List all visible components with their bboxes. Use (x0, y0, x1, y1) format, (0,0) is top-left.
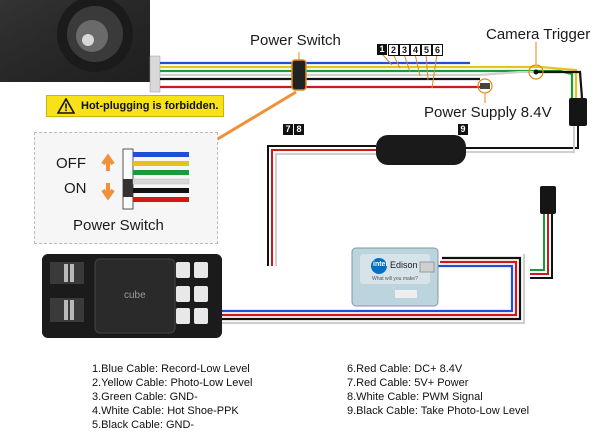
camera-body (0, 0, 161, 93)
pin-tag-5: 5 (421, 44, 432, 56)
legend-item-6: 6.Red Cable: DC+ 8.4V (347, 363, 463, 375)
legend-item-4: 4.White Cable: Hot Shoe-PPK (92, 405, 239, 417)
legend-item-8: 8.White Cable: PWM Signal (347, 391, 483, 403)
pin-tag-6: 6 (432, 44, 443, 56)
hot-plug-warning: Hot-plugging is forbidden. (46, 95, 224, 117)
legend-item-2: 2.Yellow Cable: Photo-Low Level (92, 377, 253, 389)
switch-detail-art (101, 148, 190, 210)
leader-lines (298, 42, 537, 103)
legend-left: 1.Blue Cable: Record-Low Level 2.Yellow … (92, 362, 252, 432)
switch-on-label: ON (64, 180, 87, 197)
cube-flight-controller (42, 254, 222, 338)
rc-receiver-plug (530, 186, 556, 279)
legend-item-7: 7.Red Cable: 5V+ Power (347, 377, 469, 389)
legend-item-1: 1.Blue Cable: Record-Low Level (92, 363, 250, 375)
warning-icon (57, 98, 75, 114)
edison-slogan-text: What will you make? (372, 276, 418, 282)
camera-trigger-plug (528, 64, 544, 80)
legend-item-9: 9.Black Cable: Take Photo-Low Level (347, 405, 530, 417)
power-switch-detail-label: Power Switch (73, 217, 164, 234)
trigger-cable-right (267, 98, 587, 266)
legend-right: 6.Red Cable: DC+ 8.4V 7.Red Cable: 5V+ P… (347, 362, 529, 418)
warning-text: Hot-plugging is forbidden. (81, 100, 219, 112)
power-switch-detail-box: OFF ON Power Switch (34, 132, 218, 244)
wire-to-trigger (479, 70, 536, 77)
main-cable-bundle (160, 61, 584, 100)
camera-trigger-label: Camera Trigger (486, 26, 591, 43)
wire-yellow (160, 65, 578, 100)
cube-text: cube (124, 290, 146, 301)
pin-tag-8: 8 (294, 124, 304, 135)
legend-item-3: 3.Green Cable: GND- (92, 391, 198, 403)
edison-text: Edison (390, 260, 418, 270)
wire-trigger-down (536, 70, 584, 99)
inline-power-switch (291, 59, 307, 91)
power-supply-label: Power Supply 8.4V (424, 104, 552, 121)
power-switch-label: Power Switch (250, 32, 341, 49)
switch-off-label: OFF (56, 155, 86, 172)
intel-brand-text: intel (373, 261, 388, 268)
pin-tag-1: 1 (377, 44, 387, 55)
pin-tag-3: 3 (399, 44, 410, 56)
cube-to-edison-cables (222, 254, 526, 325)
intel-edison-module (351, 247, 439, 307)
pin-tag-2: 2 (388, 44, 399, 56)
power-supply-plug (477, 78, 493, 94)
legend-item-5: 5.Black Cable: GND- (92, 419, 195, 431)
pin-tag-9: 9 (458, 124, 468, 135)
pin-tag-4: 4 (410, 44, 421, 56)
pin-tag-7: 7 (283, 124, 293, 135)
